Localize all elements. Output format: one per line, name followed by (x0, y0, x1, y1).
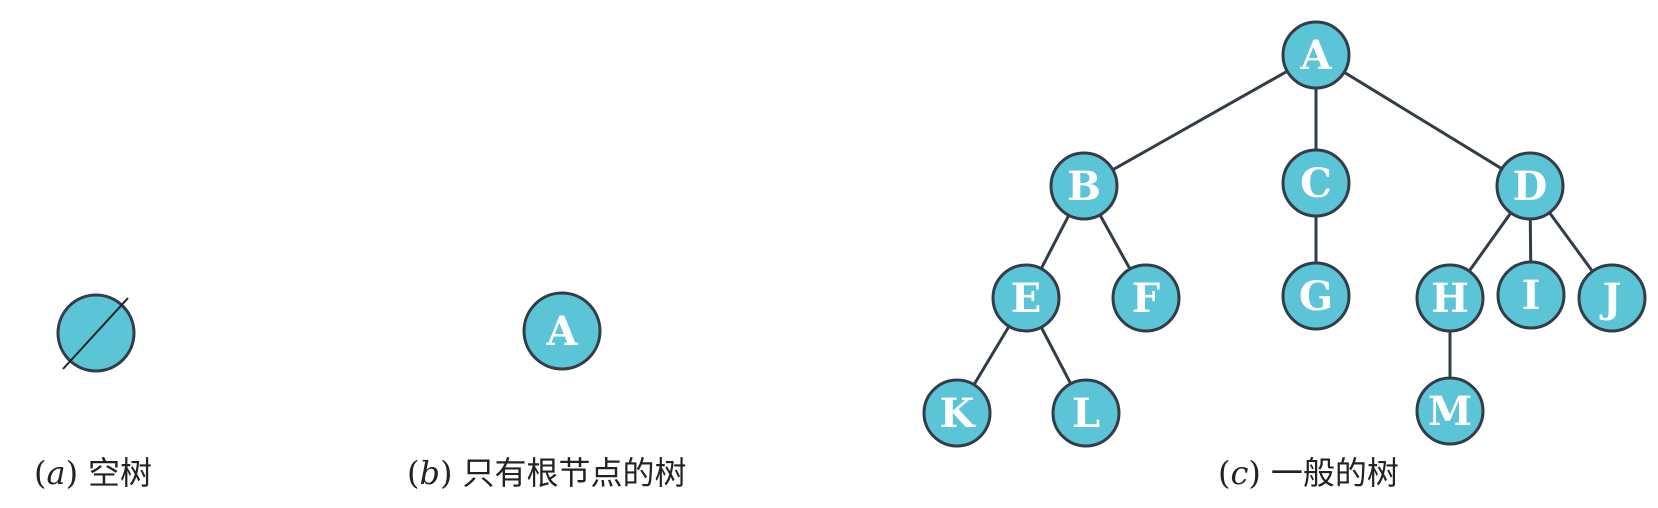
empty-set-slash (62, 297, 129, 370)
tree-node: C (1281, 148, 1351, 218)
tree-node: E (991, 263, 1061, 333)
tree-node-label: C (1300, 160, 1332, 207)
tree-node: B (1049, 151, 1119, 221)
tree-node: I (1496, 260, 1566, 330)
tree-node-circle (1577, 263, 1647, 333)
tree-edge (1083, 53, 1317, 188)
tree-node-circle (1281, 148, 1351, 218)
tree-node-label: M (1428, 388, 1472, 435)
tree-node: A (1281, 20, 1351, 90)
caption-c: (c)一般的树 (1218, 454, 1399, 492)
panel-a-empty-tree (56, 293, 136, 373)
tree-node-label: E (1011, 275, 1042, 322)
tree-node-circle (522, 291, 602, 371)
panel-c-general-tree: A B C D E F G H I J K L M (922, 20, 1647, 448)
tree-edges (955, 53, 1614, 414)
tree-node-label: D (1513, 163, 1548, 210)
tree-node-label: K (940, 390, 976, 437)
tree-node-circle (991, 263, 1061, 333)
tree-node-circle (1496, 260, 1566, 330)
tree-edge (1315, 53, 1531, 188)
tree-node-label: H (1431, 275, 1469, 322)
tree-node-label: L (1072, 390, 1100, 437)
tree-node: K (922, 378, 992, 448)
caption-a: (a)空树 (34, 454, 152, 492)
tree-nodes: A B C D E F G H I J K L M (922, 20, 1647, 448)
tree-node-label: J (1600, 275, 1622, 322)
caption-b: (b)只有根节点的树 (407, 454, 686, 492)
tree-node-circle (1049, 151, 1119, 221)
tree-node-label: A (545, 308, 578, 355)
tree-node-circle (1051, 378, 1121, 448)
panel-b-root-only-tree: A (522, 291, 602, 371)
tree-node-circle (1281, 261, 1351, 331)
tree-node: F (1111, 263, 1181, 333)
tree-node: H (1415, 263, 1485, 333)
tree-node: D (1495, 151, 1565, 221)
tree-node-circle (1415, 263, 1485, 333)
tree-node-label: F (1132, 275, 1160, 322)
tree-node: G (1281, 261, 1351, 331)
tree-node-circle (922, 378, 992, 448)
tree-node: M (1415, 376, 1485, 446)
tree-node-label: I (1522, 272, 1541, 319)
tree-node: L (1051, 378, 1121, 448)
tree-node-circle (1111, 263, 1181, 333)
tree-node-label: G (1299, 273, 1333, 320)
tree-node-label: A (1299, 32, 1332, 79)
tree-node-circle (1281, 20, 1351, 90)
tree-node-label: B (1067, 163, 1101, 210)
tree-node: J (1577, 263, 1647, 333)
tree-node-circle (1415, 376, 1485, 446)
tree-node-circle (1495, 151, 1565, 221)
